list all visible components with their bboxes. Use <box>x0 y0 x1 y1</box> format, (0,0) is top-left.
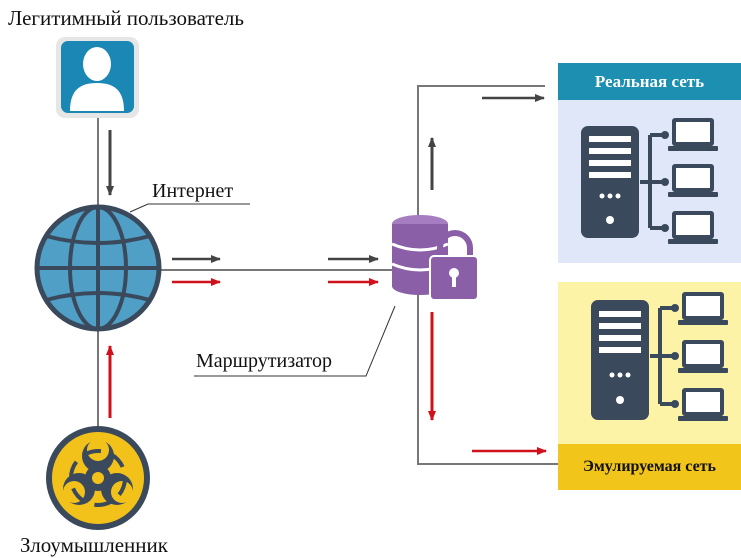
internet-label: Интернет <box>152 180 234 202</box>
real-network-panel <box>558 63 741 263</box>
computer-icon <box>678 340 728 373</box>
real-network-title: Реальная сеть <box>594 72 705 91</box>
globe-icon <box>34 204 162 332</box>
biohazard-icon <box>46 426 150 530</box>
computer-icon <box>668 164 718 197</box>
computer-icon <box>668 211 718 244</box>
router-leader-line <box>194 305 396 377</box>
server-icon <box>581 126 639 238</box>
emulated-network-panel <box>558 282 741 490</box>
router-icon <box>391 215 479 301</box>
internet-leader-line <box>129 203 250 213</box>
emulated-network-title: Эмулируемая сеть <box>582 458 716 475</box>
computer-icon <box>678 292 728 325</box>
router-label: Маршрутизатор <box>196 350 332 372</box>
computer-icon <box>668 118 718 151</box>
legit-user-label: Легитимный пользователь <box>8 6 244 30</box>
attacker-label: Злоумышленник <box>20 533 168 557</box>
server-icon <box>591 300 649 420</box>
computer-icon <box>678 388 728 421</box>
user-icon <box>56 37 139 118</box>
